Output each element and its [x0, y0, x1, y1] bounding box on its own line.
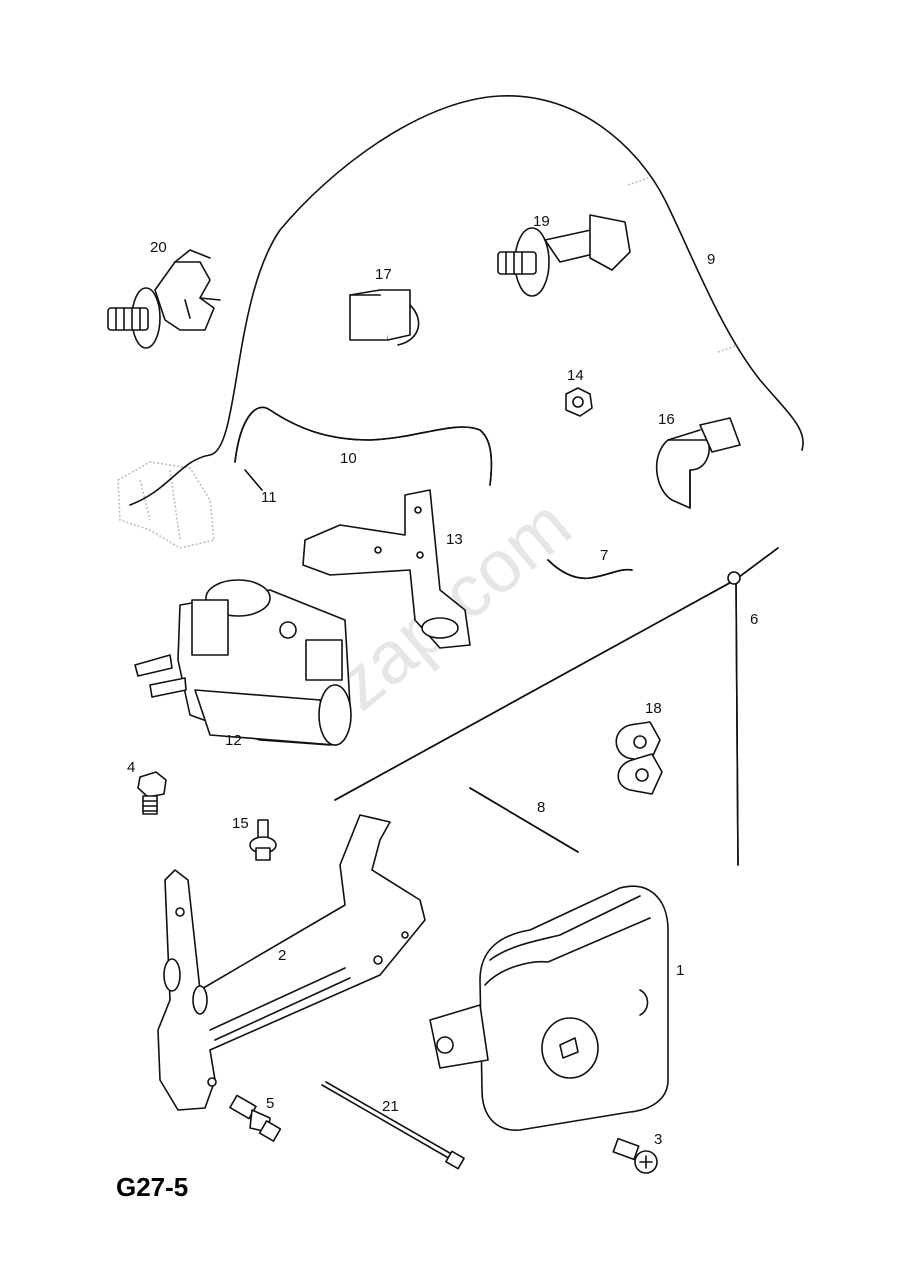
part-2-mounting-bracket	[157, 814, 426, 1111]
part-5-stud	[229, 1094, 282, 1142]
part-20-clip	[107, 249, 221, 349]
callout-18: 18	[645, 700, 662, 717]
callout-21: 21	[382, 1098, 399, 1115]
part-21-cable-tie	[321, 1081, 465, 1170]
part-18-double-clip	[615, 721, 663, 795]
callout-2: 2	[278, 947, 286, 964]
part-10-hose-inner	[234, 406, 493, 486]
callout-4: 4	[127, 759, 135, 776]
part-16-clip	[655, 417, 741, 509]
callout-12: 12	[225, 732, 242, 749]
callout-6: 6	[750, 611, 758, 628]
callout-9: 9	[707, 251, 715, 268]
diagram-code: G27-5	[116, 1172, 188, 1202]
part-7-short-hose-inner	[547, 559, 633, 580]
callout-13: 13	[446, 531, 463, 548]
part-10-hose	[234, 406, 493, 486]
callout-17: 17	[375, 266, 392, 283]
leader-11	[244, 469, 263, 491]
callout-7: 7	[600, 547, 608, 564]
callout-8: 8	[537, 799, 545, 816]
callout-20: 20	[150, 239, 167, 256]
callout-11: 11	[261, 489, 277, 506]
callout-16: 16	[658, 411, 675, 428]
ghost-engine-part	[117, 461, 215, 549]
callout-14: 14	[567, 367, 584, 384]
callout-19: 19	[533, 213, 550, 230]
part-9-vacuum-hose	[129, 95, 804, 506]
callout-5: 5	[266, 1095, 274, 1112]
callout-15: 15	[232, 815, 249, 832]
part-3-bolt	[612, 1137, 658, 1174]
part-13-bracket	[302, 489, 471, 649]
part-15-stud	[249, 819, 277, 861]
part-1-canister	[429, 885, 669, 1131]
callout-labels: 1 2 3 4 5 6 7 8 9 10 11 12 13 14 15 16 1…	[127, 213, 758, 1148]
callout-10: 10	[340, 450, 357, 467]
part-6-tube	[334, 547, 779, 866]
part-19-stud-clip	[497, 214, 631, 297]
part-17-clip	[349, 289, 420, 346]
part-14-nut	[565, 387, 593, 417]
callout-3: 3	[654, 1131, 662, 1148]
part-12-solenoid-valve	[134, 579, 352, 746]
callout-1: 1	[676, 962, 684, 979]
part-8-thin-tube	[469, 787, 579, 853]
part-4-bolt	[137, 771, 167, 815]
